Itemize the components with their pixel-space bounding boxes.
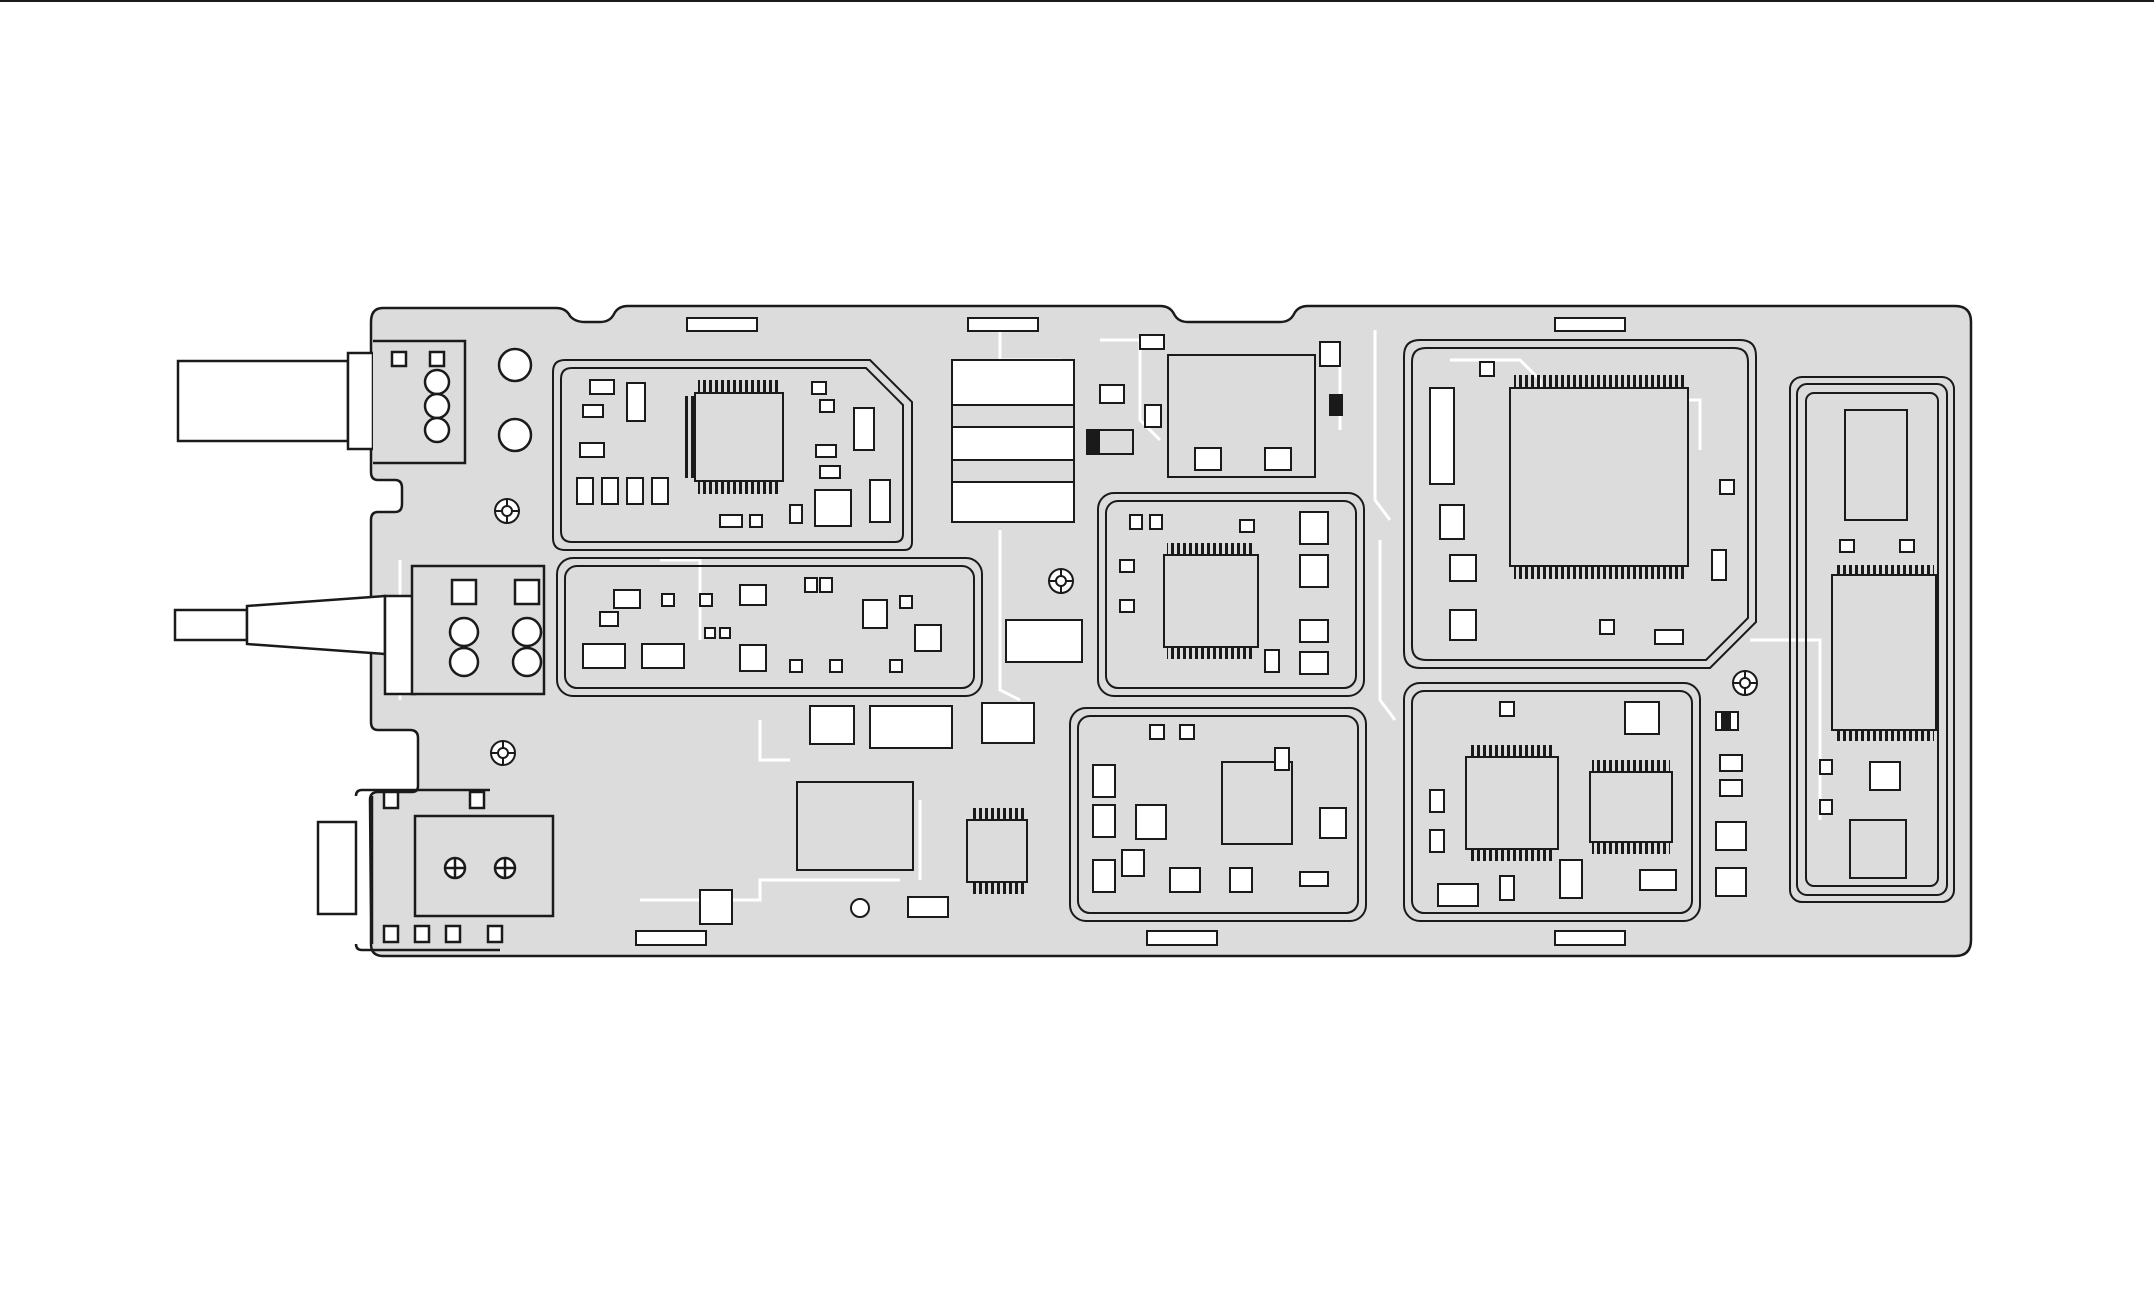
ic-chip-memory [1832, 575, 1936, 730]
qfn-chip-small [967, 808, 1027, 894]
qfp-chip [695, 393, 783, 481]
mounting-hole [851, 899, 869, 917]
qfp-chip [1466, 757, 1558, 849]
sma-connector [175, 566, 544, 694]
ic-chip [1590, 772, 1672, 842]
qfp-chip [1222, 762, 1292, 844]
ic-chip [1850, 820, 1906, 878]
qfp-chip [1164, 555, 1258, 647]
ic-chip [1845, 410, 1907, 520]
qfp-chip-main [1510, 388, 1688, 566]
